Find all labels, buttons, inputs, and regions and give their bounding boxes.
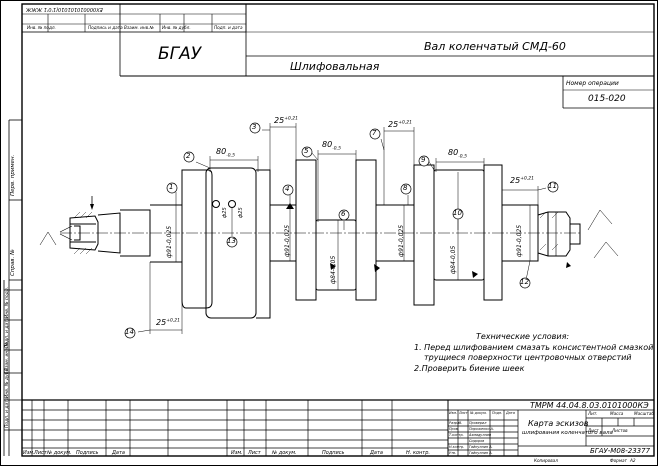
- staff-date: Дата: [506, 411, 515, 415]
- dim-80-b: 80-0,5: [322, 140, 341, 152]
- row-label-list: Лист: [34, 450, 47, 456]
- notes-line-1: 1. Перед шлифованием смазать консистентн…: [414, 343, 654, 352]
- org-name: БГАУ: [158, 44, 202, 64]
- callout-8: 8: [403, 184, 408, 192]
- staff-doc: № докум.: [470, 411, 487, 415]
- callout-1: 1: [169, 183, 174, 191]
- top-col-3: Взаим. инв.№: [124, 25, 154, 30]
- row-label-doc: № докум.: [47, 450, 72, 456]
- callout-12: 12: [520, 278, 529, 286]
- dim-phi84-a: ф84-0,05: [330, 255, 337, 284]
- row-label-sign: Подпись: [76, 450, 99, 456]
- dim-25-c: 25+0,21: [510, 176, 534, 185]
- doc-code: ТМРМ 44.04.8.03.0101000КЭ: [530, 401, 649, 410]
- format-value: А2: [630, 458, 636, 463]
- row-label-date: Дата: [112, 450, 125, 456]
- mass-label: Масса: [610, 411, 624, 416]
- row-label-izm-2: Изм.: [231, 450, 243, 456]
- dim-phi25-a: ф25: [222, 207, 228, 218]
- notes-title: Технические условия:: [476, 332, 570, 341]
- callout-11: 11: [548, 182, 557, 190]
- top-col-5: Подп. и дата: [214, 25, 243, 30]
- top-col-1: Инв. № подл.: [27, 25, 56, 30]
- staff-name-4: Сидоров: [469, 439, 485, 443]
- top-col-4: Инв. № дубл.: [162, 25, 191, 30]
- callout-5: 5: [304, 147, 309, 155]
- operation-name: Шлифовальная: [290, 60, 380, 73]
- strip-label-7: Подп. и дата: [5, 397, 10, 428]
- staff-name-2: Пироженко А.: [469, 427, 494, 431]
- staff-name-6: Гайнуллин А.: [469, 451, 493, 455]
- op-number: 015-020: [588, 94, 626, 104]
- row-label-nkontr: Н. контр.: [406, 450, 430, 456]
- lit-label: Лит.: [588, 411, 598, 416]
- callout-2: 2: [186, 152, 191, 160]
- dim-25-b: 25+0,21: [388, 120, 412, 129]
- strip-label-1: Перв. примен.: [10, 154, 16, 196]
- staff-role-2: Пров.: [449, 427, 459, 431]
- staff-role-5: Утв.: [449, 451, 457, 455]
- row-label-date-2: Дата: [370, 450, 383, 456]
- doc-code-rotated: ЕХ000010101010(1'0'1 ЖЖЖ: [26, 6, 103, 12]
- scale-label: Масштаб: [634, 411, 654, 416]
- part-title: Вал коленчатый СМД-60: [424, 40, 566, 53]
- bottom-code: БГАУ-М08-23377: [590, 447, 651, 455]
- dim-phi25-b: ф25: [238, 207, 244, 218]
- dim-phi91-a: ф91-0,025: [166, 225, 173, 258]
- staff-name-3: Ахмадуллин: [469, 433, 492, 437]
- strip-label-3: Инв. № подл.: [5, 286, 10, 318]
- row-label-list-2: Лист: [248, 450, 261, 456]
- sheets-label: Листов: [612, 428, 628, 433]
- dim-phi91-c: ф91-0,025: [398, 224, 405, 257]
- copied-label: Копировал: [534, 458, 558, 463]
- op-number-label: Номер операции: [566, 80, 619, 87]
- row-label-sign-2: Подпись: [322, 450, 345, 456]
- callout-14: 14: [125, 328, 134, 336]
- callout-13: 13: [227, 237, 236, 245]
- callout-4: 4: [285, 185, 290, 193]
- dim-phi91-d: ф91-0,025: [516, 224, 523, 257]
- strip-label-2: Справ. №: [10, 249, 16, 276]
- callout-7: 7: [372, 129, 377, 137]
- top-col-2: Подпись и дата: [88, 25, 123, 30]
- sheet-label: Лист: [588, 428, 599, 433]
- staff-sign: Подп.: [492, 411, 503, 415]
- callout-10: 10: [453, 209, 462, 217]
- doc-title-1: Карта эскизов: [528, 419, 589, 428]
- notes-line-2: трущиеся поверхности центровочных отверс…: [424, 353, 632, 362]
- strip-label-6: Инв. № дубл.: [5, 367, 10, 398]
- staff-role-4: Н.контр.: [449, 445, 465, 449]
- staff-name-5: Гайнуллин А.: [469, 445, 493, 449]
- row-label-doc-2: № докум.: [272, 450, 297, 456]
- callout-3: 3: [252, 123, 257, 131]
- row-label-izm: Изм.: [23, 450, 35, 456]
- dim-25-d: 25+0,21: [156, 318, 180, 327]
- callout-9: 9: [421, 156, 426, 164]
- callout-6: 6: [341, 210, 346, 218]
- staff-role-1: Разраб.: [449, 421, 463, 425]
- dim-80-c: 80-0,5: [448, 148, 467, 160]
- format-label: Формат: [610, 458, 627, 463]
- dim-phi91-b: ф91-0,025: [284, 224, 291, 257]
- staff-list: Лист: [459, 411, 468, 415]
- dim-80-a: 80-0,5: [216, 147, 235, 159]
- staff-name-1: Проверил: [469, 421, 487, 425]
- notes-line-3: 2.Проверить биение шеек: [414, 364, 525, 373]
- staff-role-3: Т.контр.: [449, 433, 464, 437]
- dim-phi84-b: ф84-0,05: [450, 245, 457, 274]
- doc-title-2: шлифования коленчатого вала: [522, 430, 613, 436]
- dim-25-a: 25+0,21: [274, 116, 298, 125]
- staff-izm: Изм.: [449, 411, 457, 415]
